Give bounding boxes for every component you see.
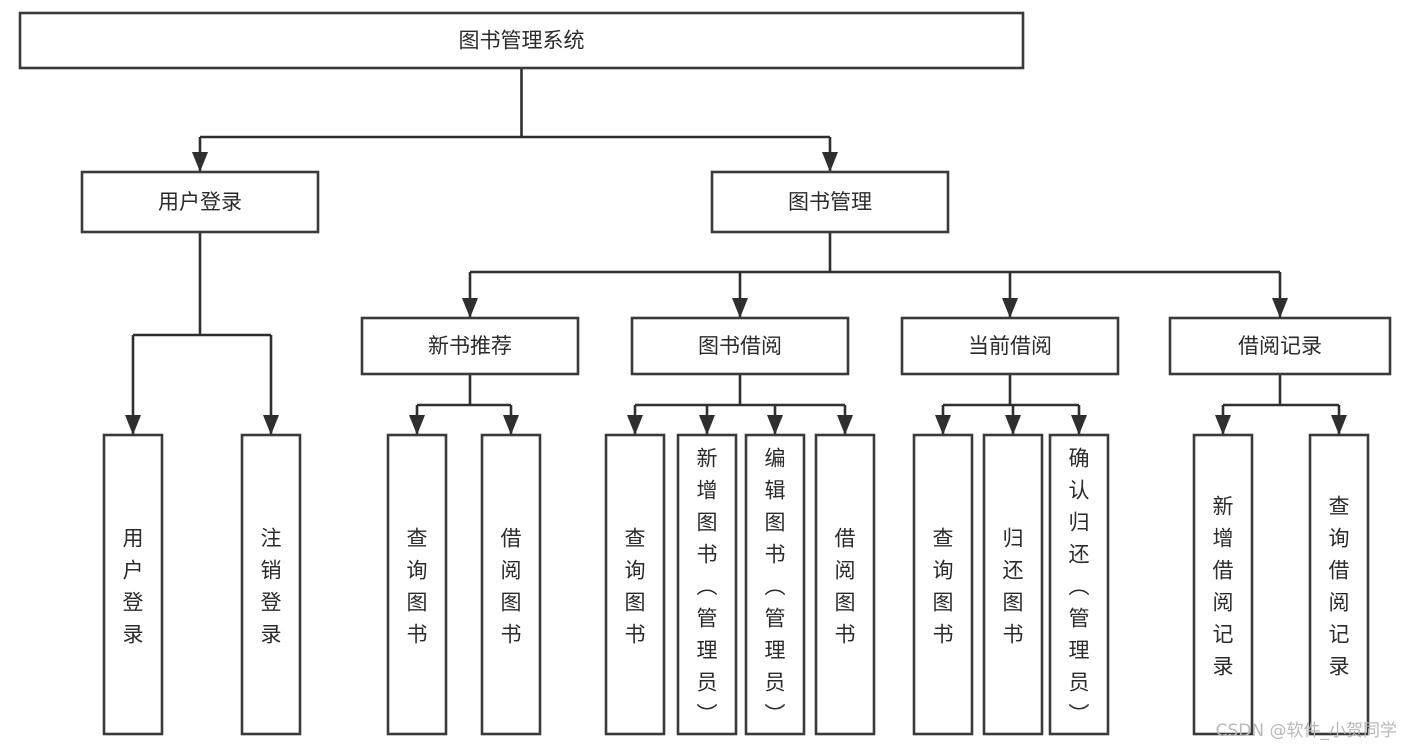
node-leaf_bb_query[interactable]: 查询图书 <box>604 433 666 736</box>
node-box-leaf_rec_borrow[interactable] <box>480 433 542 736</box>
arrow-head-icon <box>822 152 838 172</box>
node-box-leaf_bb_edit[interactable] <box>744 433 806 736</box>
node-book_manage[interactable]: 图书管理 <box>710 170 950 234</box>
node-box-leaf_user_login[interactable] <box>102 433 164 736</box>
node-box-leaf_logout[interactable] <box>240 433 302 736</box>
arrow-head-icon <box>263 415 279 435</box>
node-leaf_bb_add[interactable]: 新增图书︵管理员︶ <box>676 433 738 736</box>
node-box-current_borrow[interactable] <box>900 316 1120 376</box>
arrow-head-icon <box>1215 415 1231 435</box>
arrow-head-icon <box>935 415 951 435</box>
arrow-head-icon <box>627 415 643 435</box>
arrow-head-icon <box>1071 415 1087 435</box>
arrow-head-icon <box>192 152 208 172</box>
node-leaf_user_login[interactable]: 用户登录 <box>102 433 164 736</box>
node-new_book_rec[interactable]: 新书推荐 <box>360 316 580 376</box>
node-label-leaf_cb_query: 查询图书 <box>933 526 954 646</box>
node-label-leaf_user_login: 用户登录 <box>123 526 144 646</box>
arrow-head-icon <box>732 298 748 318</box>
arrow-head-icon <box>767 415 783 435</box>
node-label-borrow_record: 借阅记录 <box>1238 334 1322 358</box>
node-leaf_cb_return[interactable]: 归还图书 <box>982 433 1044 736</box>
arrow-head-icon <box>837 415 853 435</box>
node-leaf_cb_query[interactable]: 查询图书 <box>912 433 974 736</box>
node-label-leaf_bb_edit: 编辑图书︵管理员︶ <box>765 446 786 726</box>
connectors-layer <box>125 68 1347 435</box>
node-label-user_login: 用户登录 <box>158 190 242 214</box>
node-box-leaf_rec_query[interactable] <box>386 433 448 736</box>
arrow-head-icon <box>462 298 478 318</box>
node-book_borrow[interactable]: 图书借阅 <box>630 316 850 376</box>
node-label-current_borrow: 当前借阅 <box>968 334 1052 358</box>
node-box-leaf_cb_return[interactable] <box>982 433 1044 736</box>
node-leaf_bb_borrow[interactable]: 借阅图书 <box>814 433 876 736</box>
arrow-head-icon <box>1005 415 1021 435</box>
arrow-head-icon <box>699 415 715 435</box>
node-leaf_bb_edit[interactable]: 编辑图书︵管理员︶ <box>744 433 806 736</box>
node-current_borrow[interactable]: 当前借阅 <box>900 316 1120 376</box>
node-label-book_manage: 图书管理 <box>788 190 872 214</box>
node-label-leaf_cb_confirm: 确认归还︵管理员︶ <box>1069 446 1090 726</box>
node-leaf_br_add[interactable]: 新增借阅记录 <box>1192 433 1254 736</box>
node-box-leaf_bb_add[interactable] <box>676 433 738 736</box>
node-leaf_rec_borrow[interactable]: 借阅图书 <box>480 433 542 736</box>
node-leaf_cb_confirm[interactable]: 确认归还︵管理员︶ <box>1048 433 1110 736</box>
node-label-leaf_rec_query: 查询图书 <box>407 526 428 646</box>
node-box-leaf_cb_confirm[interactable] <box>1048 433 1110 736</box>
arrow-head-icon <box>1331 415 1347 435</box>
node-box-leaf_bb_borrow[interactable] <box>814 433 876 736</box>
node-label-leaf_bb_add: 新增图书︵管理员︶ <box>697 446 718 726</box>
node-box-book_borrow[interactable] <box>630 316 850 376</box>
node-box-new_book_rec[interactable] <box>360 316 580 376</box>
node-label-leaf_cb_return: 归还图书 <box>1003 526 1024 646</box>
node-box-leaf_br_query[interactable] <box>1308 433 1370 736</box>
node-label-leaf_rec_borrow: 借阅图书 <box>501 526 522 646</box>
node-label-leaf_br_add: 新增借阅记录 <box>1213 494 1234 678</box>
node-label-new_book_rec: 新书推荐 <box>428 334 512 358</box>
node-borrow_record[interactable]: 借阅记录 <box>1168 316 1392 376</box>
node-box-book_manage[interactable] <box>710 170 950 234</box>
node-leaf_logout[interactable]: 注销登录 <box>240 433 302 736</box>
node-leaf_br_query[interactable]: 查询借阅记录 <box>1308 433 1370 736</box>
arrow-head-icon <box>409 415 425 435</box>
node-label-book_borrow: 图书借阅 <box>698 334 782 358</box>
node-root[interactable]: 图书管理系统 <box>18 11 1025 70</box>
node-box-borrow_record[interactable] <box>1168 316 1392 376</box>
node-label-leaf_bb_borrow: 借阅图书 <box>835 526 856 646</box>
node-label-leaf_br_query: 查询借阅记录 <box>1329 494 1350 678</box>
node-user_login[interactable]: 用户登录 <box>80 170 320 234</box>
node-label-leaf_bb_query: 查询图书 <box>625 526 646 646</box>
node-box-leaf_cb_query[interactable] <box>912 433 974 736</box>
node-leaf_rec_query[interactable]: 查询图书 <box>386 433 448 736</box>
nodes-layer: 图书管理系统用户登录图书管理新书推荐图书借阅当前借阅借阅记录用户登录注销登录查询… <box>18 11 1392 736</box>
node-label-root: 图书管理系统 <box>459 29 585 53</box>
node-box-user_login[interactable] <box>80 170 320 234</box>
arrow-head-icon <box>503 415 519 435</box>
node-box-root[interactable] <box>18 11 1025 70</box>
node-box-leaf_br_add[interactable] <box>1192 433 1254 736</box>
arrow-head-icon <box>1002 298 1018 318</box>
node-label-leaf_logout: 注销登录 <box>261 526 282 646</box>
arrow-head-icon <box>125 415 141 435</box>
arrow-head-icon <box>1272 298 1288 318</box>
node-box-leaf_bb_query[interactable] <box>604 433 666 736</box>
